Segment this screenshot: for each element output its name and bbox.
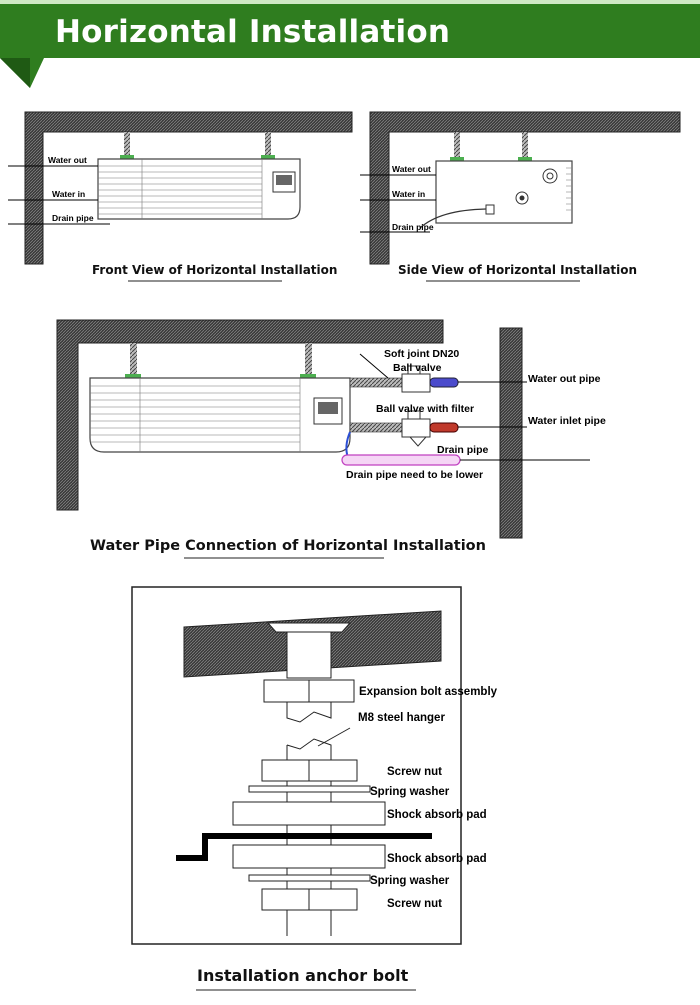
side-bracket-left <box>450 157 464 162</box>
front-water-in-label: Water in <box>52 189 85 199</box>
m8-hanger-label: M8 steel hanger <box>358 712 445 724</box>
front-view-diagram: Water out Water in Drain pipe Front View… <box>8 111 353 282</box>
front-bracket-right <box>261 155 275 160</box>
side-drain-outlet <box>485 204 495 215</box>
unit-bracket-plate <box>176 833 432 861</box>
pipe-connection-caption: Water Pipe Connection of Horizontal Inst… <box>90 538 486 554</box>
ball-valve-filter-strainer <box>408 436 428 447</box>
side-fan-motor-icon <box>542 168 558 184</box>
side-vent-slats <box>566 167 572 211</box>
banner-fold <box>0 58 30 88</box>
pipe-leader-lines <box>458 381 590 461</box>
hanger-break-upper <box>286 702 332 723</box>
side-drain-hose <box>419 208 487 229</box>
front-grille <box>98 159 263 219</box>
side-hanger-left <box>454 132 460 160</box>
ball-valve-upper-handle <box>407 365 421 375</box>
hanger-leader <box>317 727 351 747</box>
drain-pipe <box>341 454 461 466</box>
screw-nut-bottom-label: Screw nut <box>387 898 442 910</box>
front-hanger-left <box>124 132 130 158</box>
pipe-hanger-left <box>130 343 137 376</box>
side-view-caption: Side View of Horizontal Installation <box>398 263 637 277</box>
pipe-connection-diagram: Soft joint DN20 Ball valve Ball valve wi… <box>56 319 606 559</box>
anchor-bolt-diagram: Expansion bolt assembly M8 steel hanger … <box>131 586 498 991</box>
expansion-bolt-label: Expansion bolt assembly <box>359 686 498 698</box>
side-water-in-label: Water in <box>392 189 425 199</box>
spring-washer-bottom <box>248 874 371 882</box>
side-fan-hub-icon <box>546 172 554 180</box>
water-out-hose <box>429 377 459 388</box>
side-hanger-right <box>522 132 528 160</box>
soft-joint-upper <box>349 377 403 388</box>
pipe-bracket-left <box>125 374 141 380</box>
pipe-unit-grille <box>90 378 301 452</box>
pipe-unit-body <box>89 377 351 453</box>
side-water-out-label: Water out <box>392 164 431 174</box>
screw-nut-top-label: Screw nut <box>387 766 442 778</box>
shock-pad-bottom <box>232 844 386 869</box>
front-control-screen <box>276 175 292 185</box>
expansion-bolt-head <box>266 622 352 633</box>
ball-valve-filter-handle <box>407 410 421 420</box>
side-ceiling-wall <box>369 111 681 265</box>
front-unit-body <box>97 158 301 220</box>
page-title: Horizontal Installation <box>55 14 451 50</box>
drain-pipe-label: Drain pipe <box>437 444 489 456</box>
expansion-bolt-sleeve <box>286 631 332 679</box>
side-drain-pipe-label: Drain pipe <box>392 222 434 232</box>
spring-washer-top <box>248 785 371 793</box>
side-bracket-right <box>518 157 532 162</box>
water-inlet-pipe-label: Water inlet pipe <box>528 415 606 427</box>
side-view-diagram: Water out Water in Drain pipe Side View … <box>360 111 681 282</box>
ball-valve-label: Ball valve <box>393 362 442 374</box>
soft-joint-label: Soft joint DN20 <box>384 348 459 360</box>
pipe-side-wall <box>499 327 523 539</box>
section-banner <box>0 0 700 88</box>
front-water-out-label: Water out <box>48 155 87 165</box>
front-ceiling-wall <box>24 111 353 265</box>
front-hanger-right <box>265 132 271 158</box>
pipe-control-screen <box>318 402 338 414</box>
spring-washer-top-label: Spring washer <box>370 786 450 798</box>
pipe-bracket-right <box>300 374 316 380</box>
front-pipe-lines <box>8 165 110 225</box>
water-out-pipe-label: Water out pipe <box>528 373 601 385</box>
soft-joint-leader <box>359 353 389 379</box>
anchor-bolt-caption: Installation anchor bolt <box>197 966 409 985</box>
spring-washer-bottom-label: Spring washer <box>370 875 450 887</box>
ball-valve-filter <box>401 418 431 438</box>
front-drain-pipe-label: Drain pipe <box>52 213 94 223</box>
side-coil-valve-center <box>519 195 525 201</box>
ball-valve-filter-label: Ball valve with filter <box>376 403 474 415</box>
ball-valve-upper <box>401 373 431 393</box>
shock-pad-top <box>232 801 386 826</box>
drain-lower-label: Drain pipe need to be lower <box>346 469 483 481</box>
water-inlet-hose <box>429 422 459 433</box>
front-bracket-left <box>120 155 134 160</box>
shock-pad-top-label: Shock absorb pad <box>387 809 487 821</box>
soft-joint-lower <box>349 422 403 433</box>
shock-pad-bottom-label: Shock absorb pad <box>387 853 487 865</box>
banner-ribbon <box>0 4 700 88</box>
banner-top-stripe <box>0 0 700 4</box>
pipe-hanger-right <box>305 343 312 376</box>
front-view-caption: Front View of Horizontal Installation <box>92 263 337 277</box>
side-pipe-lines <box>360 174 436 233</box>
pipe-ceiling-wall <box>56 319 444 511</box>
